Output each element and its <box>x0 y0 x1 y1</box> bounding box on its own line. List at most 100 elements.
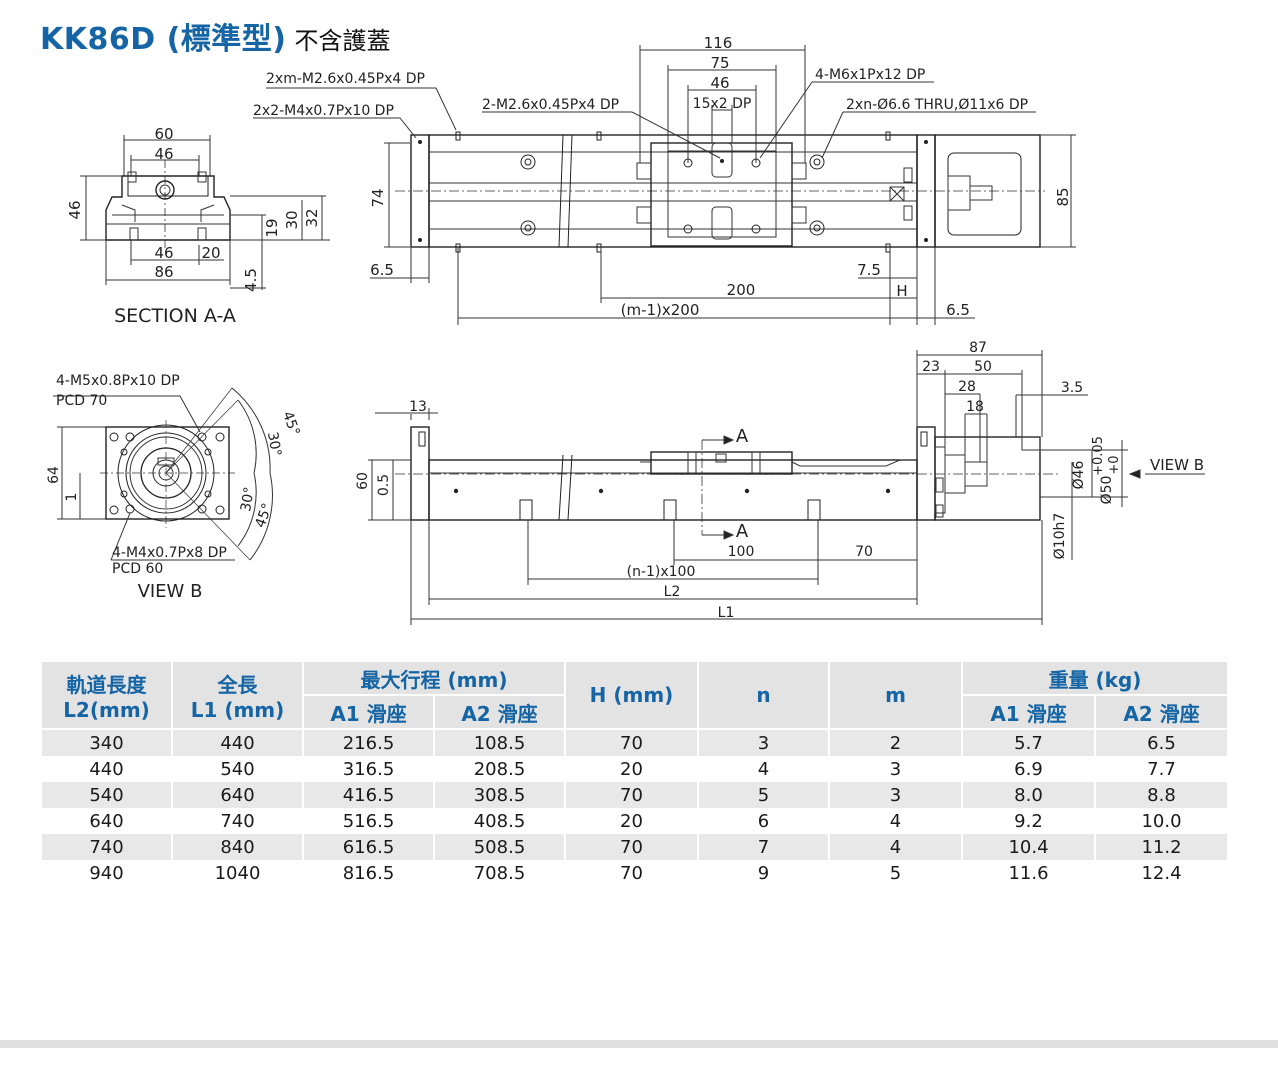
note-2-m2-6: 2-M2.6x0.45Px4 DP <box>482 97 619 113</box>
cell-stroke-a2: 108.5 <box>433 729 566 756</box>
dim-4-5-label: 4.5 <box>242 268 260 292</box>
dim-60-label: 60 <box>154 125 173 143</box>
dim-tol-lower-label: +0 <box>1107 455 1122 474</box>
cell-n: 3 <box>697 729 830 756</box>
model-note: 不含護蓋 <box>294 27 391 55</box>
note-2x2-m4: 2x2-M4x0.7Px10 DP <box>253 103 394 119</box>
note-pcd-60: PCD 60 <box>112 561 163 577</box>
cell-stroke-a1: 616.5 <box>302 834 435 860</box>
top-view: 116 75 46 15x2 DP 2xm-M2.6x0.45Px4 DP 2x… <box>253 34 1076 325</box>
header-weight-a1: A1 滑座 <box>961 694 1096 730</box>
cell-stroke-a2: 708.5 <box>433 860 566 886</box>
technical-drawing: 60 46 46 19 30 32 46 20 86 4.5 SECTION A… <box>46 34 1205 625</box>
section-a-a-view: 60 46 46 19 30 32 46 20 86 4.5 SECTION A… <box>66 125 330 327</box>
dim-15x2-label: 15x2 DP <box>693 96 752 112</box>
dim-3-5-label: 3.5 <box>1061 380 1083 396</box>
cell-weight-a2: 8.8 <box>1094 782 1229 808</box>
note-pcd-70: PCD 70 <box>56 393 107 409</box>
cell-total-length: 740 <box>171 808 304 834</box>
cell-stroke-a1: 816.5 <box>302 860 435 886</box>
angle-30-top-label: 30° <box>264 431 284 458</box>
dim-75-label: 75 <box>710 54 729 72</box>
cell-weight-a2: 6.5 <box>1094 729 1229 756</box>
dim-18-label: 18 <box>966 399 984 415</box>
header-max-stroke: 最大行程 (mm) <box>302 660 566 696</box>
header-m: m <box>828 660 963 730</box>
note-4-m6: 4-M6x1Px12 DP <box>815 67 925 83</box>
dim-64-label: 64 <box>46 466 62 484</box>
dim-13-label: 13 <box>409 399 427 415</box>
cell-h: 20 <box>564 756 699 782</box>
cell-n: 6 <box>697 808 830 834</box>
dim-46-label: 46 <box>154 145 173 163</box>
header-stroke-a2: A2 滑座 <box>433 694 566 730</box>
cell-m: 4 <box>828 808 963 834</box>
view-b-label: VIEW B <box>138 581 203 602</box>
header-n: n <box>697 660 830 730</box>
cell-weight-a1: 6.9 <box>961 756 1096 782</box>
cell-h: 70 <box>564 834 699 860</box>
cell-weight-a2: 7.7 <box>1094 756 1229 782</box>
cell-weight-a2: 10.0 <box>1094 808 1229 834</box>
dim-19-label: 19 <box>263 218 281 237</box>
page-title: KK86D (標準型) 不含護蓋 <box>40 14 391 57</box>
cell-total-length: 640 <box>171 782 304 808</box>
dim-l1-label: L1 <box>718 605 735 621</box>
note-4-m4: 4-M4x0.7Px8 DP <box>112 545 227 561</box>
cell-total-length: 1040 <box>171 860 304 886</box>
cell-total-length: 540 <box>171 756 304 782</box>
angle-45-bottom-label: 45° <box>252 501 276 530</box>
cell-h: 70 <box>564 782 699 808</box>
cell-stroke-a2: 208.5 <box>433 756 566 782</box>
cell-n: 7 <box>697 834 830 860</box>
dim-85-label: 85 <box>1054 187 1072 206</box>
cell-rail-length: 440 <box>40 756 173 782</box>
cell-weight-a1: 5.7 <box>961 729 1096 756</box>
dim-46-side-label: 46 <box>66 200 84 219</box>
cell-total-length: 440 <box>171 729 304 756</box>
dim-87-label: 87 <box>969 340 987 356</box>
cell-h: 70 <box>564 729 699 756</box>
section-a-top-label: A <box>736 426 749 447</box>
dim-28-label: 28 <box>958 379 976 395</box>
dim-d46-label: Ø46 <box>1071 460 1087 489</box>
view-b: 4-M5x0.8Px10 DP PCD 70 64 1 45° 30° 30° … <box>46 373 303 602</box>
section-a-a-label: SECTION A-A <box>114 305 236 327</box>
section-a-bottom-label: A <box>736 521 749 542</box>
dim-70-label: 70 <box>855 544 873 560</box>
dim-46-top-label: 46 <box>710 74 729 92</box>
header-stroke-a1: A1 滑座 <box>302 694 435 730</box>
cell-n: 4 <box>697 756 830 782</box>
dim-100-label: 100 <box>728 544 755 560</box>
cell-m: 3 <box>828 782 963 808</box>
note-2xn-thru: 2xn-Ø6.6 THRU,Ø11x6 DP <box>846 97 1028 113</box>
cell-n: 9 <box>697 860 830 886</box>
header-total-length-line2: L1 (mm) <box>190 697 285 722</box>
dim-d10-label: Ø10h7 <box>1052 513 1068 560</box>
page-bottom-divider <box>0 1040 1278 1048</box>
dim-23-label: 23 <box>922 359 940 375</box>
cell-m: 3 <box>828 756 963 782</box>
dim-n1x100-label: (n-1)x100 <box>627 564 696 580</box>
header-h: H (mm) <box>564 660 699 730</box>
dim-l2-label: L2 <box>664 584 681 600</box>
header-weight: 重量 (kg) <box>961 660 1229 696</box>
cell-stroke-a1: 216.5 <box>302 729 435 756</box>
note-2xm-m2-6: 2xm-M2.6x0.45Px4 DP <box>266 71 425 87</box>
header-total-length-line1: 全長 <box>217 672 258 697</box>
cell-stroke-a2: 308.5 <box>433 782 566 808</box>
cell-stroke-a1: 516.5 <box>302 808 435 834</box>
side-view: A A 13 60 0.5 87 23 50 28 18 3.5 Ø46 Ø50… <box>355 340 1205 625</box>
dim-20-label: 20 <box>201 244 220 262</box>
dim-200-label: 200 <box>727 281 756 299</box>
cell-stroke-a1: 316.5 <box>302 756 435 782</box>
header-weight-a2: A2 滑座 <box>1094 694 1229 730</box>
angle-30-bottom-label: 30° <box>238 486 258 513</box>
dim-6-5-right-label: 6.5 <box>946 301 970 319</box>
dim-h-label: H <box>896 282 907 300</box>
